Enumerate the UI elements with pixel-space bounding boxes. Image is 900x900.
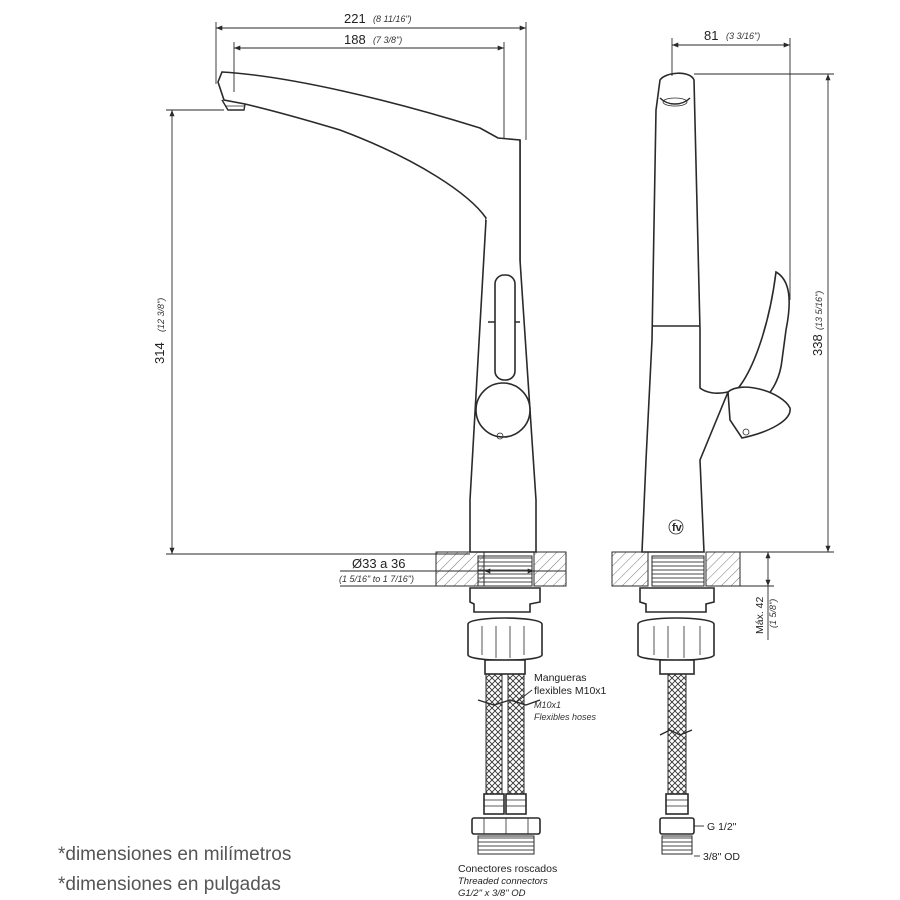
front-lever-hub: [475, 382, 531, 438]
hoses-label-es-1: Mangueras: [534, 672, 587, 684]
footnote-mm: *dimensiones en milímetros: [58, 844, 291, 865]
fv-logo: fv: [672, 522, 683, 534]
connectors-label-es: Conectores roscados: [458, 863, 557, 875]
front-hose-left: [485, 673, 503, 795]
hoses-label-en-1: M10x1: [534, 700, 561, 710]
front-spout: [217, 71, 521, 323]
side-connector-thread: [661, 835, 693, 855]
thread-g-label: G 1/2": [707, 821, 737, 833]
dim-338-inches: (13 5/16"): [814, 291, 824, 330]
side-fixing-nut: [639, 587, 715, 613]
dim-221-value: 221: [344, 11, 366, 26]
front-fixing-nut: [469, 587, 541, 613]
front-view: [217, 71, 567, 855]
dim-max-value: Máx. 42: [754, 596, 766, 634]
footnotes: *dimensiones en milímetros *dimensiones …: [58, 844, 291, 895]
callout-labels: Mangueras flexibles M10x1 M10x1 Flexible…: [458, 672, 740, 899]
front-lever: [494, 274, 516, 381]
dim-338-value: 338: [810, 334, 825, 356]
dim-max-inches: (1 5/8"): [768, 599, 778, 628]
connectors-label-spec: G1/2" x 3/8" OD: [458, 888, 526, 899]
hoses-label-es-2: flexibles M10x1: [534, 685, 607, 697]
front-threaded-connectors: [471, 817, 541, 855]
thread-od-label: 3/8" OD: [703, 851, 740, 863]
front-hose-right: [507, 673, 525, 795]
side-lever-base: [727, 386, 791, 439]
dim-81-inches: (3 3/16"): [726, 31, 760, 41]
dim-221-inches: (8 11/16"): [373, 14, 412, 24]
side-lever: [733, 270, 790, 405]
footnote-inches: *dimensiones en pulgadas: [58, 874, 281, 895]
dim-188-value: 188: [344, 32, 366, 47]
front-aerator: [221, 99, 246, 111]
side-deck: [611, 551, 741, 587]
dim-314-value: 314: [152, 342, 167, 364]
connectors-label-en: Threaded connectors: [458, 876, 548, 887]
side-lock-nut: [637, 617, 715, 662]
dim-hole-inches: (1 5/16" to 1 7/16"): [339, 574, 414, 584]
side-connector-nut: [659, 817, 695, 835]
dim-81-value: 81: [704, 28, 718, 43]
dim-hole-value: Ø33 a 36: [352, 556, 406, 571]
side-view: fv: [611, 72, 791, 855]
side-aerator: [659, 97, 691, 105]
front-lock-nut: [467, 617, 543, 662]
front-deck: [435, 551, 567, 587]
hoses-label-en-2: Flexibles hoses: [534, 712, 597, 722]
dim-188-inches: (7 3/8"): [373, 35, 402, 45]
dimension-lines: [166, 22, 834, 857]
dimension-texts: 221 (8 11/16") 188 (7 3/8") 81 (3 3/16")…: [152, 11, 825, 634]
side-body: [641, 72, 730, 553]
dim-314-inches: (12 3/8"): [156, 298, 166, 332]
